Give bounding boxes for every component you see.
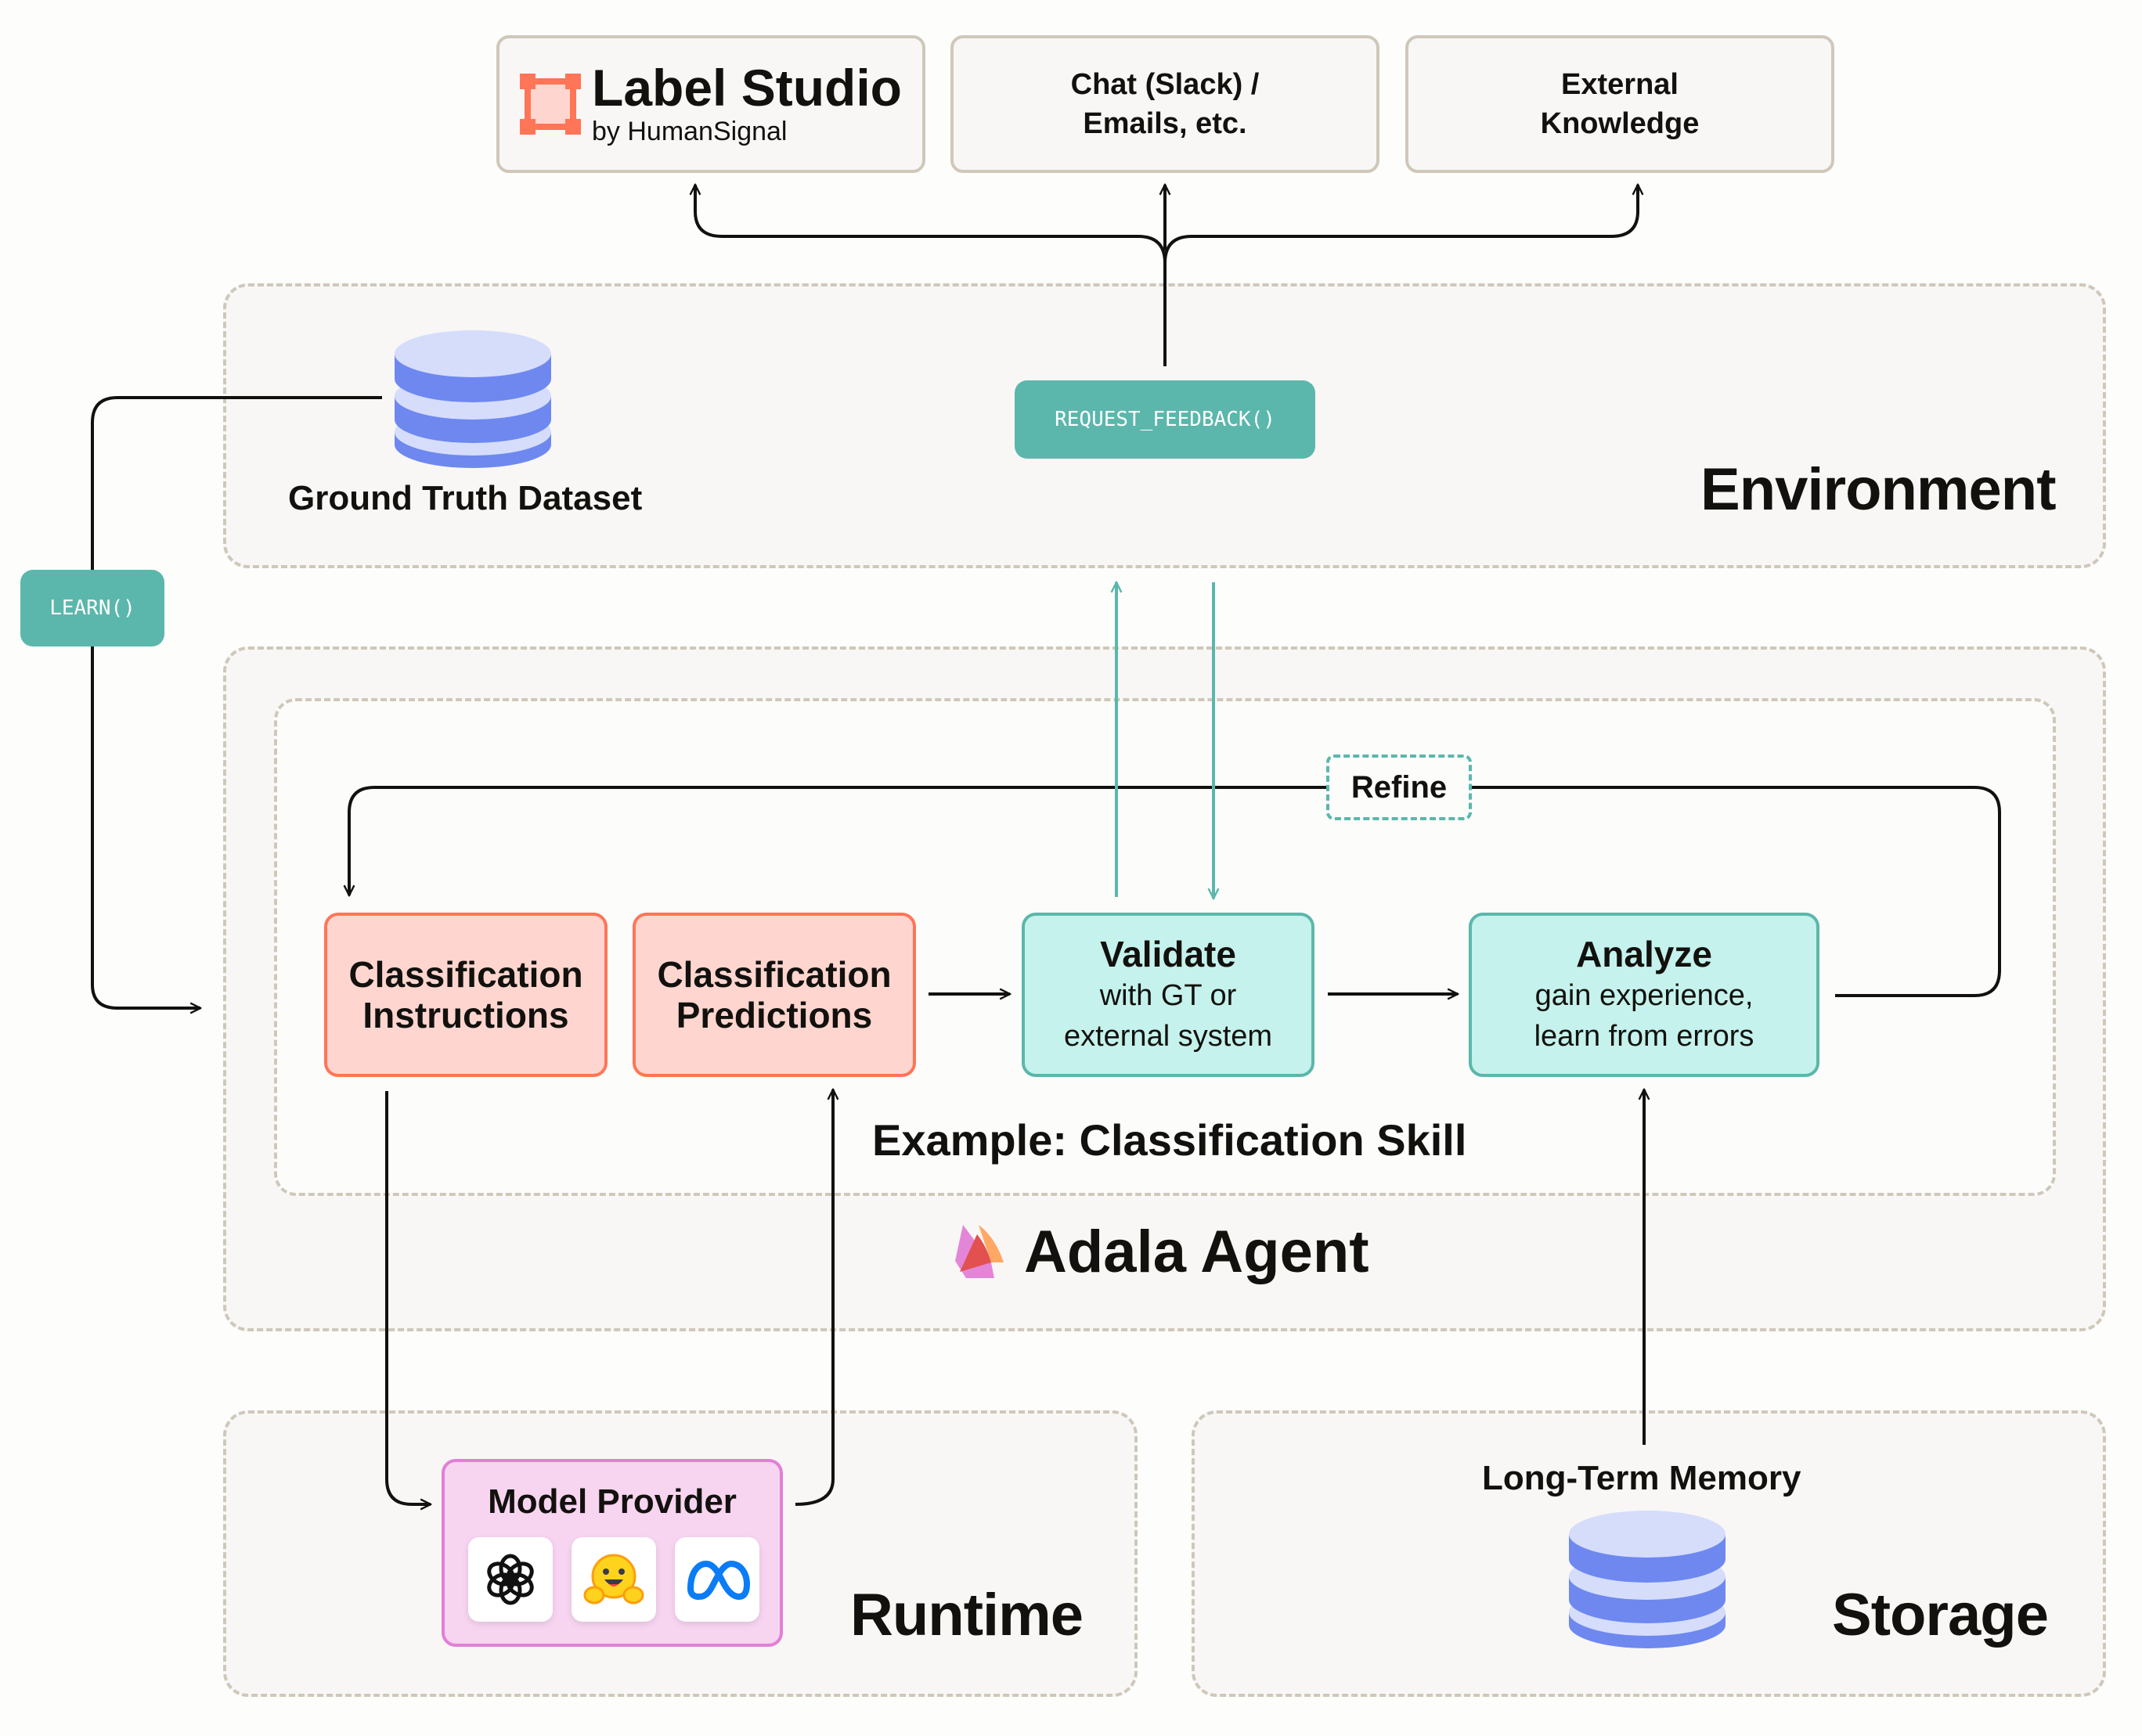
- validate-line2: external system: [1063, 1020, 1273, 1053]
- predictions-line2: Predictions: [676, 995, 873, 1035]
- refine-label: Refine: [1326, 755, 1472, 820]
- chat-card: Chat (Slack) / Emails, etc.: [950, 35, 1379, 173]
- label-studio-byline: by HumanSignal: [592, 117, 788, 146]
- model-provider-label: Model Provider: [488, 1482, 737, 1521]
- meta-logo-tile: [675, 1537, 759, 1622]
- ground-truth-database-icon: [395, 330, 551, 468]
- openai-icon: [487, 1554, 534, 1605]
- openai-logo-tile: [468, 1537, 553, 1622]
- storage-title: Storage: [1832, 1582, 2049, 1648]
- huggingface-icon: [583, 1554, 644, 1605]
- ground-truth-dataset-label: Ground Truth Dataset: [288, 479, 643, 517]
- analyze-line2: learn from errors: [1534, 1020, 1754, 1053]
- long-term-memory-label: Long-Term Memory: [1482, 1459, 1801, 1497]
- arrow-provider-to-predictions: [795, 1090, 833, 1506]
- long-term-memory-database-icon: [1569, 1511, 1726, 1648]
- agent-title-group: Adala Agent: [955, 1221, 1369, 1284]
- environment-title: Environment: [1700, 456, 2056, 523]
- analyze-line1: gain experience,: [1534, 979, 1754, 1012]
- chat-line1: Chat (Slack) /: [1070, 68, 1260, 101]
- analyze-title: Analyze: [1576, 934, 1712, 974]
- learn-path: [91, 396, 382, 570]
- external-line2: Knowledge: [1540, 107, 1700, 140]
- label-studio-card: Label Studio by HumanSignal: [496, 35, 925, 173]
- instructions-line1: Classification: [348, 954, 583, 995]
- refine-line-left: [349, 786, 1326, 895]
- external-knowledge-card: External Knowledge: [1405, 35, 1834, 173]
- arrow-instructions-to-provider: [385, 1091, 431, 1504]
- huggingface-logo-tile: [572, 1537, 656, 1622]
- classification-predictions-node: Classification Predictions: [633, 913, 916, 1077]
- chat-line2: Emails, etc.: [1083, 107, 1247, 140]
- validate-node: Validate with GT or external system: [1022, 913, 1314, 1077]
- meta-icon: [687, 1561, 750, 1600]
- arrow-to-external: [1163, 185, 1638, 264]
- validate-line1: with GT or: [1099, 979, 1237, 1012]
- analyze-node: Analyze gain experience, learn from erro…: [1469, 913, 1819, 1077]
- classification-instructions-node: Classification Instructions: [324, 913, 608, 1077]
- model-provider-box: Model Provider: [442, 1459, 783, 1647]
- external-line1: External: [1561, 68, 1679, 101]
- learn-arrow: [91, 646, 200, 1008]
- label-studio-name: Label Studio: [592, 59, 902, 117]
- skill-title: Example: Classification Skill: [872, 1115, 1467, 1165]
- learn-button[interactable]: LEARN(): [20, 570, 164, 646]
- runtime-title: Runtime: [850, 1582, 1084, 1648]
- arrow-to-label-studio: [695, 185, 1167, 264]
- label-studio-logo-icon: [520, 74, 581, 135]
- request-feedback-button[interactable]: REQUEST_FEEDBACK(): [1015, 380, 1315, 459]
- predictions-line1: Classification: [657, 954, 892, 995]
- validate-title: Validate: [1100, 934, 1236, 974]
- refine-line-right: [1472, 786, 2001, 997]
- instructions-line2: Instructions: [362, 995, 569, 1035]
- agent-title: Adala Agent: [1024, 1219, 1369, 1285]
- adala-logo-icon: [955, 1225, 1004, 1278]
